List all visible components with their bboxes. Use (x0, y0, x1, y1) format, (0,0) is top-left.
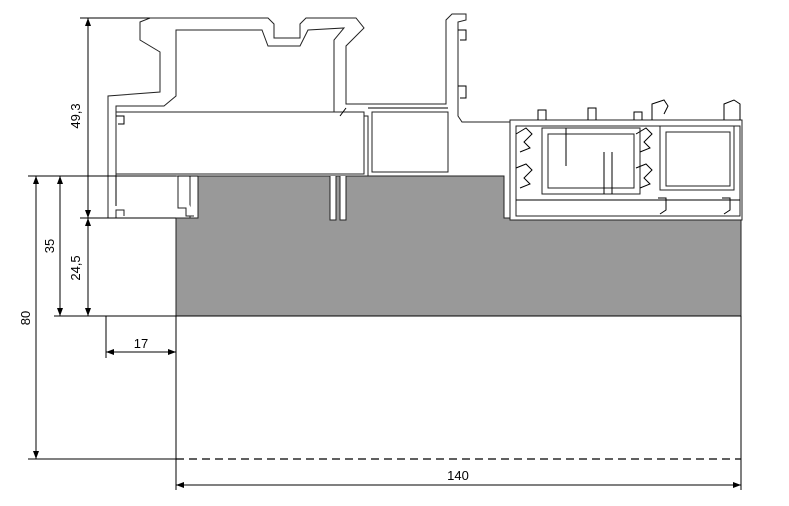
dim-label-overlap-height: 35 (42, 239, 57, 253)
dim-label-insert-depth: 24,5 (68, 255, 83, 280)
dimension-lines (33, 18, 741, 488)
dim-label-total-height: 80 (18, 311, 33, 325)
sash-profile (509, 99, 743, 221)
extension-lines (28, 17, 742, 490)
dim-label-total-width: 140 (447, 468, 469, 483)
dim-label-profile-height: 49,3 (68, 103, 83, 128)
base-outline (175, 315, 742, 460)
frame-profile (107, 13, 511, 221)
dim-label-offset-width: 17 (134, 336, 148, 351)
